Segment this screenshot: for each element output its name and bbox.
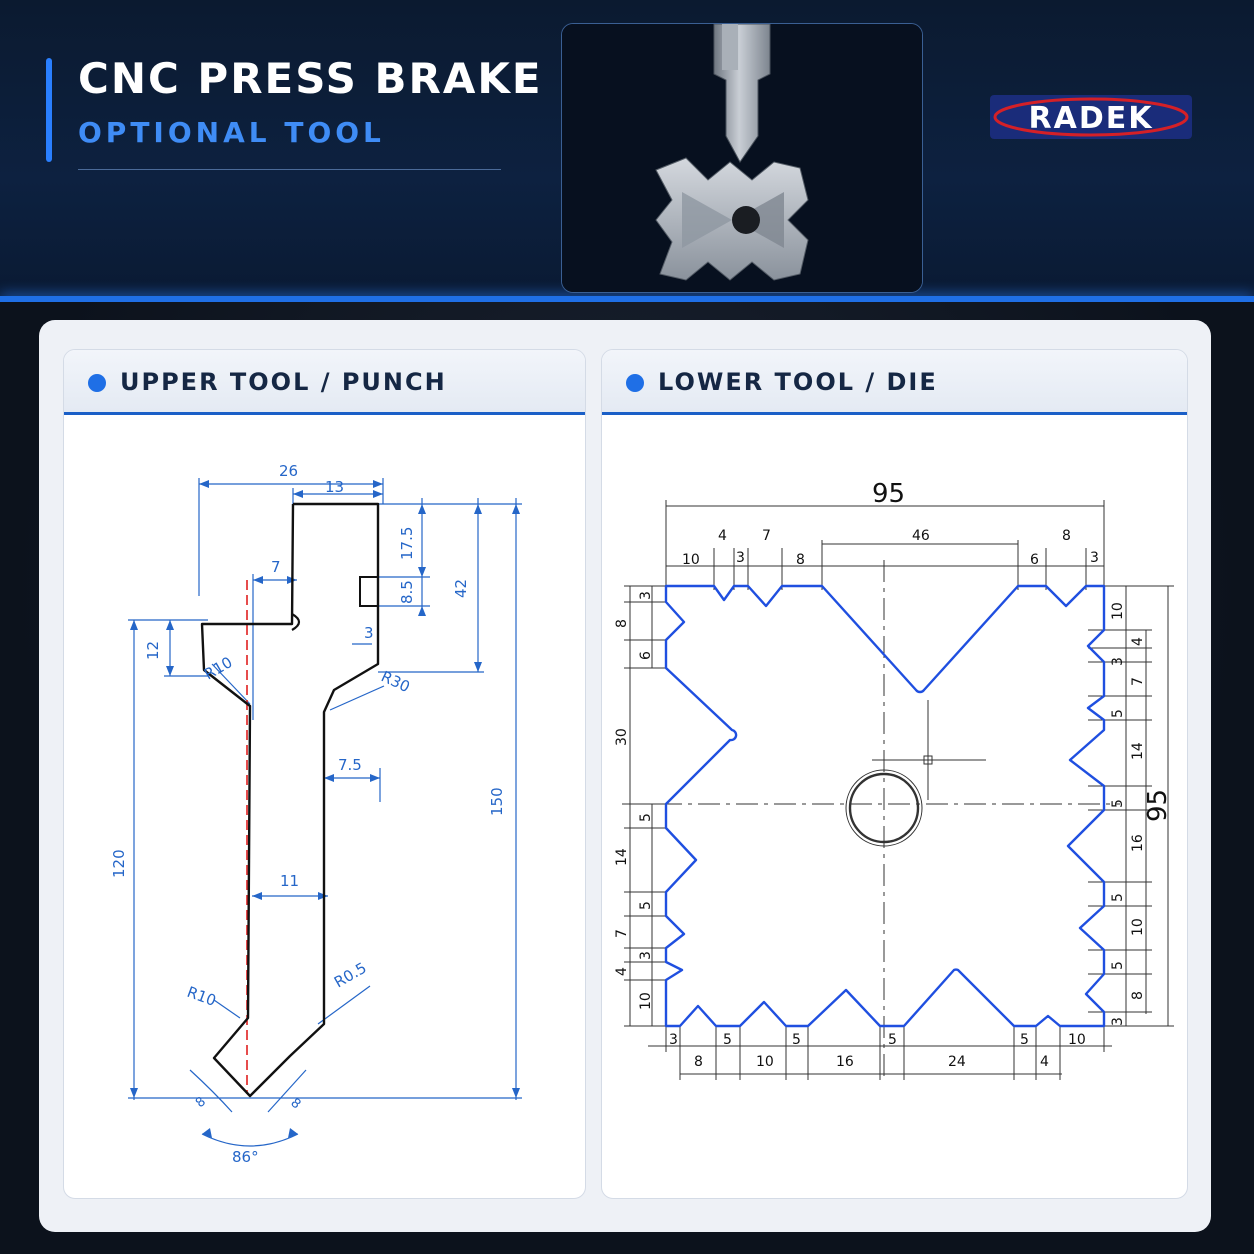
die-top-10: 10: [682, 552, 700, 568]
die-right-10b: 10: [1130, 918, 1146, 936]
die-bottom-24: 24: [948, 1054, 966, 1070]
dim-42: 42: [452, 579, 470, 598]
title-rule: [78, 169, 501, 170]
lower-tool-header: LOWER TOOL / DIE: [602, 350, 1187, 415]
die-left-10: 10: [638, 992, 654, 1010]
die-right-5b: 5: [1110, 799, 1126, 808]
die-left-5b: 5: [638, 901, 654, 910]
dim-8-5: 8.5: [398, 580, 416, 604]
die-bottom-5b: 5: [792, 1032, 801, 1048]
upper-tool-card: UPPER TOOL / PUNCH: [63, 349, 586, 1199]
dim-7-5: 7.5: [338, 756, 362, 774]
dim-3: 3: [364, 624, 374, 642]
die-left-8: 8: [614, 619, 630, 628]
die-top-3b: 3: [1090, 550, 1099, 566]
die-right-5d: 5: [1110, 961, 1126, 970]
die-right-10: 10: [1110, 602, 1126, 620]
logo-graphic: RADEK: [990, 95, 1192, 139]
header-divider: [0, 296, 1254, 302]
die-left-3b: 3: [638, 951, 654, 960]
die-bottom-5: 5: [723, 1032, 732, 1048]
die-right-4: 4: [1130, 637, 1146, 646]
die-width-95: 95: [872, 479, 905, 509]
die-right-3b: 3: [1110, 1017, 1126, 1026]
die-bottom-5c: 5: [888, 1032, 897, 1048]
die-right-16: 16: [1130, 834, 1146, 852]
dim-150: 150: [488, 787, 506, 816]
die-bottom-4: 4: [1040, 1054, 1049, 1070]
logo-text: RADEK: [1029, 101, 1154, 136]
die-top-7: 7: [762, 528, 771, 544]
die-bottom-10b: 10: [756, 1054, 774, 1070]
die-top-6: 6: [1030, 552, 1039, 568]
die-top-46: 46: [912, 528, 930, 544]
product-photo: [561, 23, 923, 293]
die-bottom-10: 10: [1068, 1032, 1086, 1048]
title-accent-bar: [46, 58, 52, 162]
angle-86: 86°: [232, 1148, 259, 1166]
die-height-95: 95: [1143, 789, 1173, 822]
die-top-8b: 8: [1062, 528, 1071, 544]
page-title: CNC PRESS BRAKE: [78, 54, 543, 103]
upper-tool-title: UPPER TOOL / PUNCH: [120, 368, 447, 396]
dim-120: 120: [110, 849, 128, 878]
press-brake-tool-illustration: [562, 24, 922, 292]
die-left-7: 7: [614, 929, 630, 938]
die-top-8: 8: [796, 552, 805, 568]
die-right-8: 8: [1130, 991, 1146, 1000]
die-right-3: 3: [1110, 657, 1126, 666]
die-bottom-16: 16: [836, 1054, 854, 1070]
dim-12: 12: [144, 641, 162, 660]
die-right-5c: 5: [1110, 893, 1126, 902]
die-bottom-8: 8: [694, 1054, 703, 1070]
lower-tool-title: LOWER TOOL / DIE: [658, 368, 938, 396]
dim-11: 11: [280, 872, 299, 890]
die-top-4: 4: [718, 528, 727, 544]
die-left-14: 14: [614, 848, 630, 866]
die-right-14: 14: [1130, 742, 1146, 760]
dim-13: 13: [325, 478, 344, 496]
bullet-icon: [626, 374, 644, 392]
die-left-30: 30: [614, 728, 630, 746]
dim-17-5: 17.5: [398, 527, 416, 560]
die-left-6: 6: [638, 651, 654, 660]
die-bottom-5d: 5: [1020, 1032, 1029, 1048]
die-left-4: 4: [614, 967, 630, 976]
die-top-3: 3: [736, 550, 745, 566]
dim-26: 26: [279, 462, 298, 480]
die-right-7: 7: [1130, 677, 1146, 686]
upper-tool-header: UPPER TOOL / PUNCH: [64, 350, 585, 415]
page-subtitle: OPTIONAL TOOL: [78, 116, 385, 149]
die-bottom-3: 3: [669, 1032, 678, 1048]
radek-logo: RADEK: [990, 95, 1192, 139]
die-right-5: 5: [1110, 709, 1126, 718]
die-left-3: 3: [638, 591, 654, 600]
dim-7: 7: [271, 558, 281, 576]
die-left-5: 5: [638, 813, 654, 822]
bullet-icon: [88, 374, 106, 392]
